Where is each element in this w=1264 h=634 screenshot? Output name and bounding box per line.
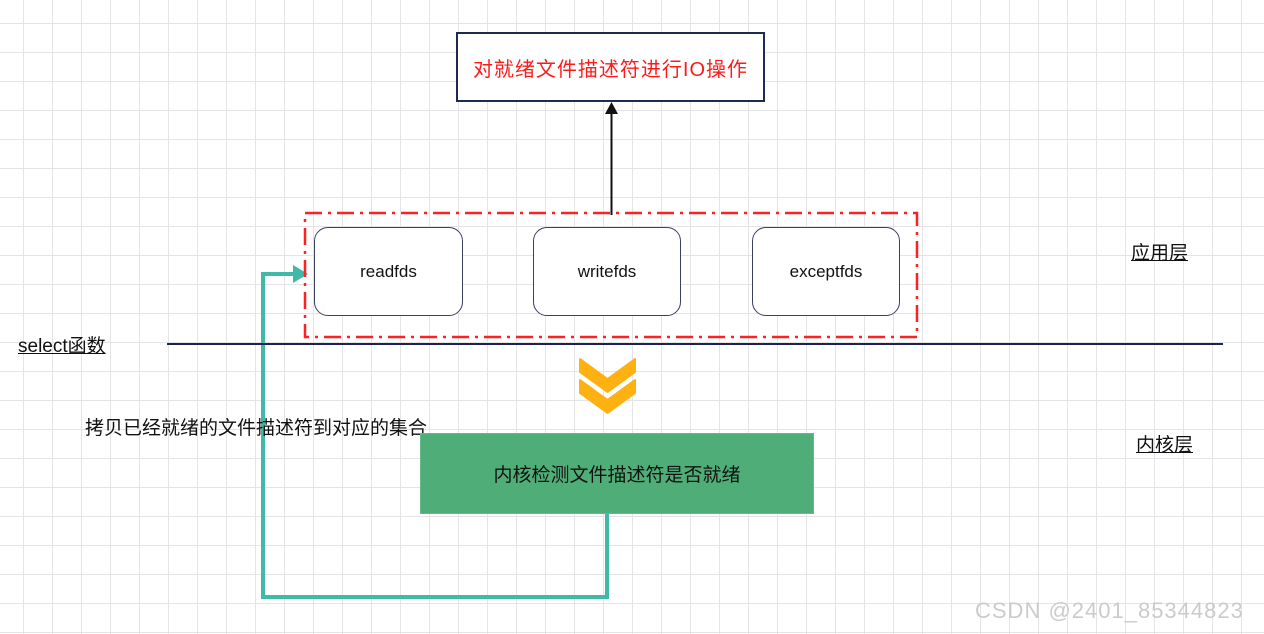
application-layer-label: 应用层 [1131, 243, 1189, 264]
watermark-text: CSDN @2401_85344823 [975, 598, 1244, 623]
writefds-label: writefds [577, 261, 637, 281]
kernel-detect-box: 内核检测文件描述符是否就绪 [420, 433, 814, 514]
exceptfds-node: exceptfds [752, 227, 900, 316]
double-chevron-down-icon [579, 358, 636, 414]
readfds-node: readfds [314, 227, 463, 316]
copy-note-text: 拷贝已经就绪的文件描述符到对应的集合 [85, 418, 428, 439]
io-operation-label: 对就绪文件描述符进行IO操作 [472, 58, 749, 81]
layer-divider-line [167, 343, 1223, 345]
exceptfds-label: exceptfds [789, 261, 863, 281]
up-arrow [605, 102, 618, 215]
kernel-detect-label: 内核检测文件描述符是否就绪 [493, 465, 741, 486]
select-function-label: select函数 [18, 336, 106, 357]
kernel-layer-label: 内核层 [1136, 435, 1194, 456]
writefds-node: writefds [533, 227, 681, 316]
io-operation-box: 对就绪文件描述符进行IO操作 [456, 32, 765, 102]
readfds-label: readfds [360, 261, 417, 281]
